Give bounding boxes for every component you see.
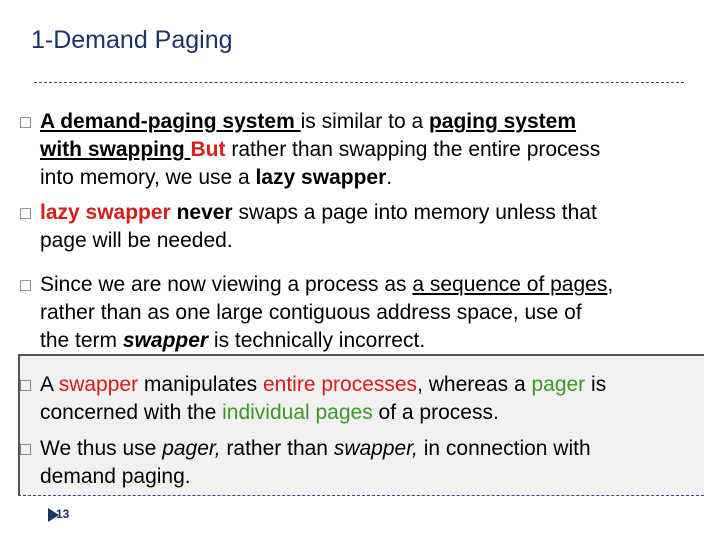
line: Since we are now viewing a process as a … <box>40 273 614 296</box>
line: page will be needed. <box>40 229 233 252</box>
line: We thus use pager, rather than swapper, … <box>40 437 591 460</box>
bullet-icon: □ <box>20 439 31 459</box>
slide-title: 1-Demand Paging <box>31 26 233 54</box>
line: with swapping But rather than swapping t… <box>40 138 601 161</box>
bullet-demand-paging: □ A demand-paging system is similar to a… <box>20 108 700 192</box>
bullet-use-pager: □ We thus use pager, rather than swapper… <box>20 435 700 491</box>
line: A demand-paging system is similar to a p… <box>40 110 577 133</box>
line: demand paging. <box>40 465 191 488</box>
highlight-box <box>18 354 704 496</box>
line: A swapper manipulates entire processes, … <box>40 373 607 396</box>
bullet-lazy-swapper: □ lazy swapper never swaps a page into m… <box>20 199 700 255</box>
line: into memory, we use a lazy swapper. <box>40 166 393 189</box>
page-number: 13 <box>56 507 70 521</box>
bullet-icon: □ <box>20 112 31 132</box>
line: rather than as one large contiguous addr… <box>40 301 582 324</box>
bullet-swapper-vs-pager: □ A swapper manipulates entire processes… <box>20 371 700 427</box>
line: lazy swapper never swaps a page into mem… <box>40 201 597 224</box>
line: the term swapper is technically incorrec… <box>40 329 426 352</box>
bullet-icon: □ <box>20 203 31 223</box>
bullet-sequence-of-pages: □ Since we are now viewing a process as … <box>20 271 700 355</box>
line: concerned with the individual pages of a… <box>40 401 499 424</box>
bullet-icon: □ <box>20 375 31 395</box>
bullet-icon: □ <box>20 275 31 295</box>
slide-marker-icon <box>48 508 59 522</box>
title-divider <box>34 82 684 83</box>
